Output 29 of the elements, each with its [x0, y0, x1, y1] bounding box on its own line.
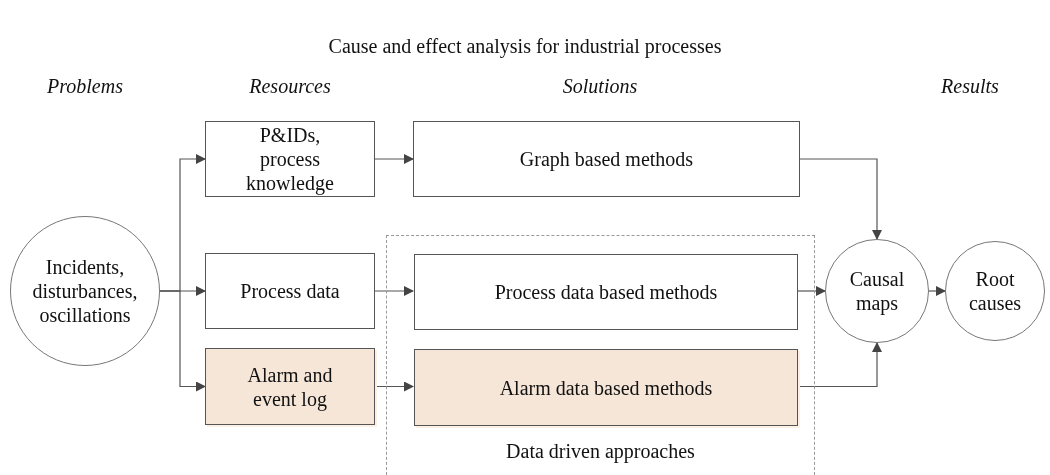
node-label: Incidents, disturbances, oscillations: [31, 255, 139, 327]
column-header: Solutions: [562, 75, 638, 98]
node-label: Alarm data based methods: [498, 375, 714, 400]
method-box: [414, 349, 798, 426]
group-area: [386, 235, 815, 475]
arrow: [159, 290, 206, 392]
arrow: [374, 154, 414, 164]
diagram-title: Cause and effect analysis for industrial processes: [328, 35, 722, 58]
node-label: Causal maps: [848, 267, 906, 315]
node-label: Graph based methods: [518, 147, 695, 171]
node-label: P&IDs, process knowledge: [245, 123, 335, 195]
node-label: Process data based methods: [493, 280, 719, 304]
column-header: Resources: [249, 75, 331, 98]
column-header: Problems: [47, 75, 123, 98]
node-label: Root causes: [967, 267, 1023, 315]
resource-box: [205, 253, 375, 329]
resource-box: [205, 348, 375, 425]
resource-box: [205, 121, 375, 197]
arrow: [799, 158, 882, 240]
column-header: Results: [941, 75, 999, 98]
arrow: [928, 286, 946, 296]
arrow: [796, 286, 826, 296]
method-box: [414, 254, 798, 330]
node-label: Alarm and event log: [246, 362, 334, 411]
arrow: [374, 381, 414, 392]
group-label: Data driven approaches: [506, 439, 695, 463]
method-box: [413, 121, 800, 197]
node-label: Process data: [239, 279, 341, 303]
arrow: [374, 286, 414, 296]
